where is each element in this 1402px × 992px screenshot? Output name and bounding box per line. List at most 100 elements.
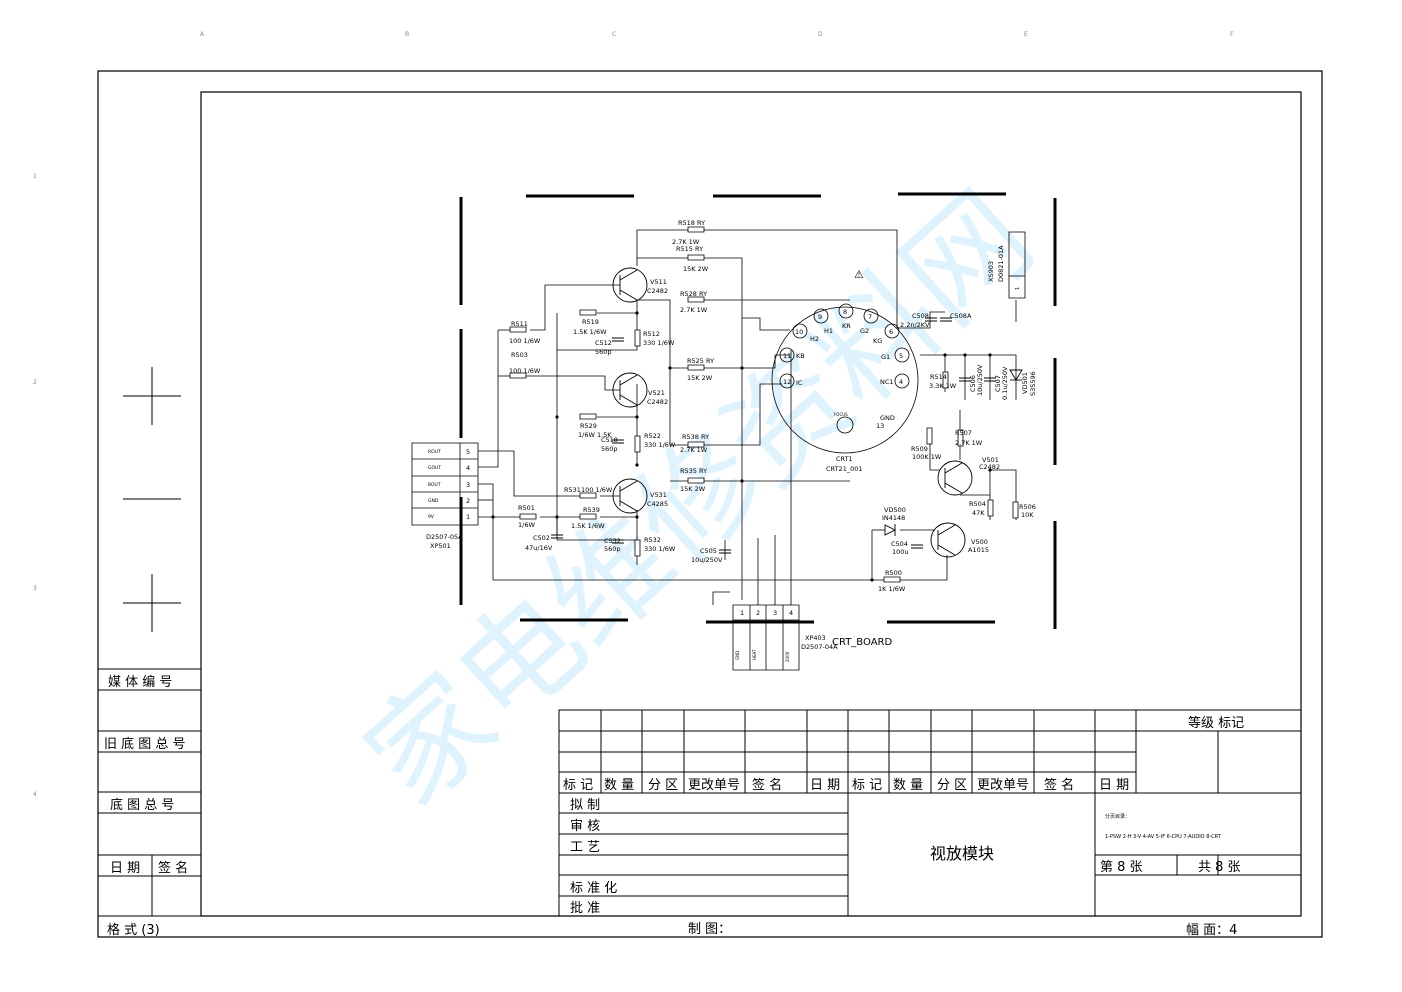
svg-text:3.3K 1W: 3.3K 1W xyxy=(929,382,957,390)
svg-text:XP501: XP501 xyxy=(430,542,451,550)
svg-text:标 准 化: 标 准 化 xyxy=(570,881,617,896)
svg-text:更改单号: 更改单号 xyxy=(688,778,740,793)
transistor-v531 xyxy=(613,479,647,513)
svg-text:9V: 9V xyxy=(428,514,435,520)
svg-text:IC: IC xyxy=(796,379,803,387)
transistor-v511 xyxy=(613,268,647,302)
svg-text:R515 RY: R515 RY xyxy=(676,245,703,253)
sheet-total: 共 8 张 xyxy=(1198,860,1241,875)
svg-text:4: 4 xyxy=(466,464,470,472)
resistor-labels: R518 RY 2.7K 1W R515 RY 15K 2W R528 RY 2… xyxy=(509,219,1036,593)
svg-text:H1: H1 xyxy=(824,327,833,335)
svg-text:15K 2W: 15K 2W xyxy=(687,374,713,382)
svg-text:G2: G2 xyxy=(860,327,869,335)
svg-text:330 1/6W: 330 1/6W xyxy=(644,545,676,553)
xs903-ref: XS903 xyxy=(987,261,995,282)
svg-text:2: 2 xyxy=(466,497,470,505)
svg-text:10K: 10K xyxy=(1021,511,1034,519)
resistor-r509 xyxy=(927,428,932,444)
svg-text:R529: R529 xyxy=(580,422,597,430)
svg-text:C512: C512 xyxy=(595,339,612,347)
format-label: 格 式 (3) xyxy=(107,922,160,938)
svg-text:签 名: 签 名 xyxy=(752,777,782,793)
resistor-r528 xyxy=(688,297,704,302)
shield-bars xyxy=(461,194,1055,629)
svg-text:100 1/6W: 100 1/6W xyxy=(509,367,541,375)
resistor-r539 xyxy=(580,514,596,519)
resistor-r532 xyxy=(635,540,640,556)
svg-text:10u/250V: 10u/250V xyxy=(976,364,984,396)
svg-text:R525 RY: R525 RY xyxy=(687,357,714,365)
svg-text:R507: R507 xyxy=(955,429,972,437)
svg-text:10: 10 xyxy=(795,328,803,336)
svg-text:标 记: 标 记 xyxy=(852,778,882,793)
crt-pin-6 xyxy=(885,324,899,338)
svg-text:C508: C508 xyxy=(912,312,929,320)
resistor-r525 xyxy=(688,365,704,370)
svg-text:200V: 200V xyxy=(785,651,790,662)
svg-text:数 量: 数 量 xyxy=(604,778,634,793)
svg-text:批 准: 批 准 xyxy=(570,901,600,916)
base-total-label: 底 图 总 号 xyxy=(110,797,174,813)
svg-text:100 1/6W: 100 1/6W xyxy=(509,337,541,345)
svg-text:C2482: C2482 xyxy=(647,287,668,295)
border-refs: A B C D E F 1 2 3 4 xyxy=(33,31,1234,798)
svg-text:BOUT: BOUT xyxy=(428,482,441,488)
svg-text:R511: R511 xyxy=(511,320,528,328)
focus-label: FOCUS xyxy=(834,412,848,417)
svg-text:A: A xyxy=(200,31,205,38)
svg-text:9: 9 xyxy=(818,313,822,321)
svg-text:3: 3 xyxy=(33,585,37,592)
svg-text:560p: 560p xyxy=(601,445,618,453)
drawn-by-label: 制 图： xyxy=(688,922,731,937)
svg-text:R503: R503 xyxy=(511,351,528,359)
svg-text:D2507-05A: D2507-05A xyxy=(426,533,463,541)
svg-text:R538 RY: R538 RY xyxy=(682,433,709,441)
svg-text:1.5K 1/6W: 1.5K 1/6W xyxy=(571,522,605,530)
svg-text:GND: GND xyxy=(880,414,895,422)
svg-text:V500: V500 xyxy=(971,538,988,546)
sheet-size-label: 幅 面：4 xyxy=(1186,923,1237,938)
svg-text:C502: C502 xyxy=(533,534,550,542)
crt-part: CRT21_001 xyxy=(826,465,862,473)
svg-text:560p: 560p xyxy=(595,348,612,356)
resistor-r522 xyxy=(635,436,640,452)
svg-text:C2482: C2482 xyxy=(647,398,668,406)
resistor-r511 xyxy=(510,327,526,332)
svg-text:7: 7 xyxy=(868,313,872,321)
svg-text:GND: GND xyxy=(428,498,439,504)
svg-text:1K 1/6W: 1K 1/6W xyxy=(878,585,906,593)
svg-text:NC1: NC1 xyxy=(880,378,894,386)
transistor-labels: V511 C2482 V521 C2482 V531 C4285 V501 C2… xyxy=(647,278,1000,554)
sign-label: 签 名 xyxy=(158,860,188,876)
transistor-v500 xyxy=(931,523,965,557)
resistor-r529 xyxy=(580,414,596,419)
svg-text:C508A: C508A xyxy=(950,312,972,320)
svg-text:4: 4 xyxy=(789,609,793,617)
approval-roles: 拟 制 审 核 工 艺 标 准 化 批 准 xyxy=(570,798,617,916)
revision-headers-right: 标 记 数 量 分 区 更改单号 签 名 日 期 xyxy=(852,777,1129,793)
resistor-r514 xyxy=(943,372,948,388)
diode-labels: VD500 IN4148 VD501 S3S596 xyxy=(882,371,1037,522)
svg-text:G1: G1 xyxy=(881,353,890,361)
svg-text:47K: 47K xyxy=(972,509,985,517)
svg-text:3: 3 xyxy=(773,609,777,617)
date-label: 日 期 xyxy=(110,861,140,876)
xs903-part: D0821-01A xyxy=(997,245,1005,282)
resistor-r503 xyxy=(510,373,526,378)
svg-text:R519: R519 xyxy=(582,318,599,326)
svg-text:3: 3 xyxy=(466,481,470,489)
svg-text:V531: V531 xyxy=(650,491,667,499)
svg-text:12: 12 xyxy=(783,378,791,386)
svg-text:D: D xyxy=(818,31,823,38)
svg-text:560p: 560p xyxy=(604,545,621,553)
crt-pin-11 xyxy=(780,348,794,362)
resistor-r519 xyxy=(580,310,596,315)
svg-text:11: 11 xyxy=(783,352,791,360)
svg-text:更改单号: 更改单号 xyxy=(977,778,1029,793)
svg-text:审 核: 审 核 xyxy=(570,819,600,834)
connector-xs903 xyxy=(1009,232,1025,298)
svg-text:1.5K 1/6W: 1.5K 1/6W xyxy=(573,328,607,336)
svg-text:5: 5 xyxy=(466,448,470,456)
svg-text:C505: C505 xyxy=(700,547,717,555)
